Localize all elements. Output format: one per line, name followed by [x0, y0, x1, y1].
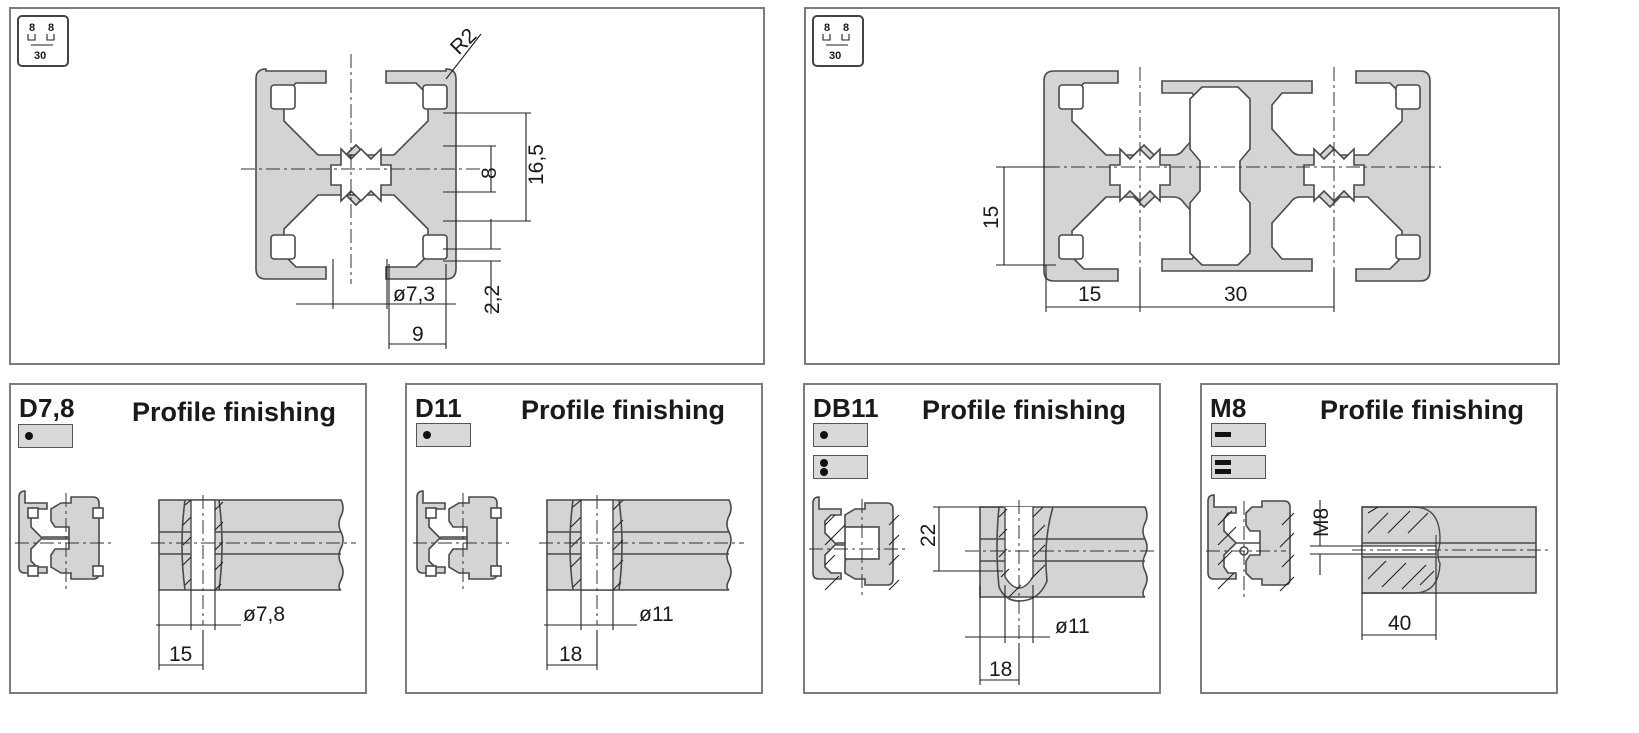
finishing-diameter: ø11 [1055, 615, 1090, 638]
double-dot-symbol [813, 455, 868, 479]
finishing-thread: M8 [1310, 508, 1333, 537]
finishing-db11-panel: DB11 Profile finishing 22 ø11 18 [803, 383, 1161, 694]
size-icon-slot-left: 8 [824, 22, 830, 34]
finishing-title: Profile finishing [922, 395, 1127, 425]
double-bar-symbol [1211, 455, 1266, 479]
size-icon-slot-right: 8 [843, 22, 849, 34]
dim-offset: 9 [412, 323, 424, 346]
finishing-distance: 18 [989, 658, 1012, 681]
finishing-title: Profile finishing [132, 397, 337, 427]
profile-30x60-drawing: 15 15 30 [980, 67, 1441, 312]
size-icon-width: 30 [34, 50, 46, 62]
finishing-code: D11 [415, 393, 462, 423]
dim-left: 15 [1078, 283, 1101, 306]
finishing-diameter: ø7,8 [243, 603, 285, 626]
profile-30x60-panel: 8 8 30 15 15 30 [804, 7, 1560, 365]
finishing-d11-panel: D11 Profile finishing ø11 18 [405, 383, 763, 694]
d78-drawing: ø7,8 15 [15, 490, 356, 670]
dim-right: 30 [1224, 283, 1247, 306]
finishing-m8-panel: M8 Profile finishing M8 40 [1200, 383, 1558, 694]
finishing-length: 40 [1388, 612, 1411, 635]
finishing-code: M8 [1210, 393, 1247, 423]
finishing-title: Profile finishing [1320, 395, 1525, 425]
dim-height: 15 [980, 206, 1003, 229]
finishing-distance: 15 [169, 643, 192, 666]
single-dot-symbol [416, 423, 471, 447]
profile-size-icon: 8 8 30 [812, 15, 864, 67]
dim-radius: R2 [446, 24, 481, 59]
m8-drawing: M8 40 [1206, 494, 1552, 640]
size-icon-width: 30 [829, 50, 841, 62]
profile-30x30-drawing: R2 16,5 8 2,2 ø7,3 9 [241, 24, 548, 349]
profile-30x30-panel: 8 8 30 R2 16,5 8 2,2 ø7,3 9 [9, 7, 765, 365]
finishing-depth: 22 [917, 524, 940, 547]
core-bore [330, 147, 392, 203]
dim-slot: 8 [478, 167, 501, 179]
finishing-distance: 18 [559, 643, 582, 666]
finishing-code: D7,8 [19, 393, 75, 423]
single-bar-symbol [1211, 423, 1266, 447]
dim-wall: 2,2 [481, 285, 504, 314]
d11-drawing: ø11 18 [413, 490, 744, 670]
dim-bore: ø7,3 [393, 283, 435, 306]
size-icon-drawing: 8 8 30 [822, 22, 850, 62]
single-dot-symbol [18, 424, 73, 448]
db11-drawing: 22 ø11 18 [809, 496, 1155, 685]
size-icon-slot-left: 8 [29, 22, 35, 34]
finishing-code: DB11 [813, 393, 879, 423]
dim-height-inner: 16,5 [525, 144, 548, 185]
finishing-diameter: ø11 [639, 603, 674, 626]
profile-size-icon: 8 8 30 [17, 15, 69, 67]
finishing-title: Profile finishing [521, 395, 726, 425]
size-icon-slot-right: 8 [48, 22, 54, 34]
single-dot-symbol [813, 423, 868, 447]
finishing-d78-panel: D7,8 Profile finishing ø7,8 15 [9, 383, 367, 694]
size-icon-drawing: 8 8 30 [27, 22, 55, 62]
